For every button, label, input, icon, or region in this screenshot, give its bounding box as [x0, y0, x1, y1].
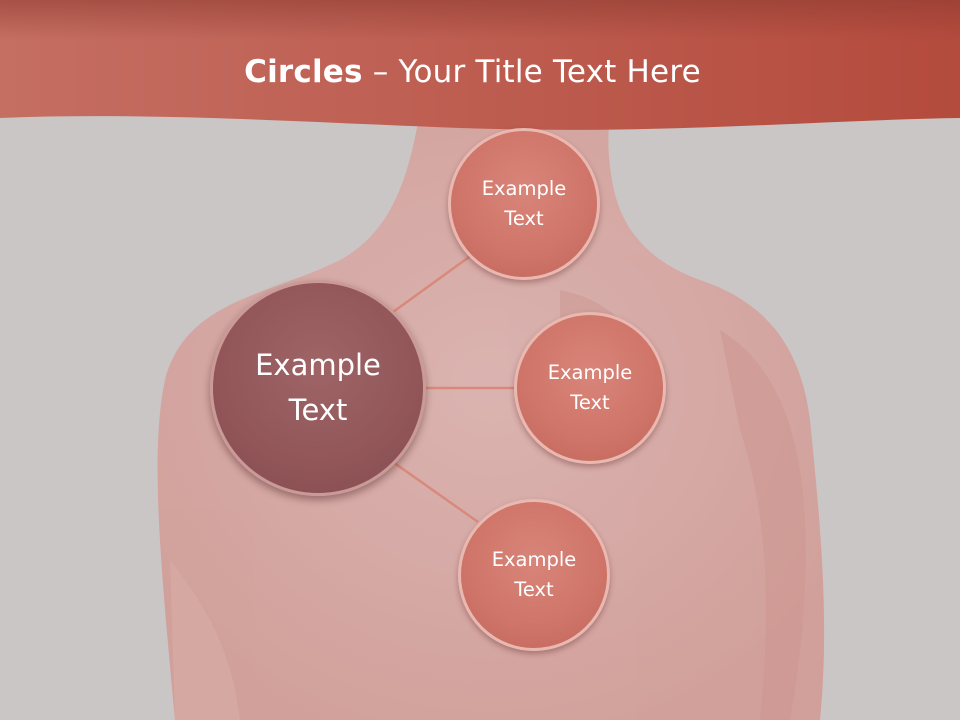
node-circle-label: Example Text: [547, 361, 633, 414]
node-circle-bottom: Example Text: [458, 499, 610, 651]
torso-silhouette: [157, 110, 825, 720]
slide-title-rest: – Your Title Text Here: [362, 54, 701, 90]
node-circle-label: Example Text: [481, 177, 567, 230]
slide-title-bold: Circles: [244, 54, 363, 90]
node-circle-top: Example Text: [448, 128, 600, 280]
node-circle-middle: Example Text: [514, 312, 666, 464]
center-circle-label: Example Text: [255, 348, 381, 427]
connectors: [392, 250, 516, 524]
center-circle: Example Text: [210, 280, 426, 496]
connector-line: [392, 250, 477, 314]
slide-title: Circles – Your Title Text Here: [0, 54, 945, 90]
node-circle-label: Example Text: [491, 548, 577, 601]
connector-line: [392, 460, 479, 524]
